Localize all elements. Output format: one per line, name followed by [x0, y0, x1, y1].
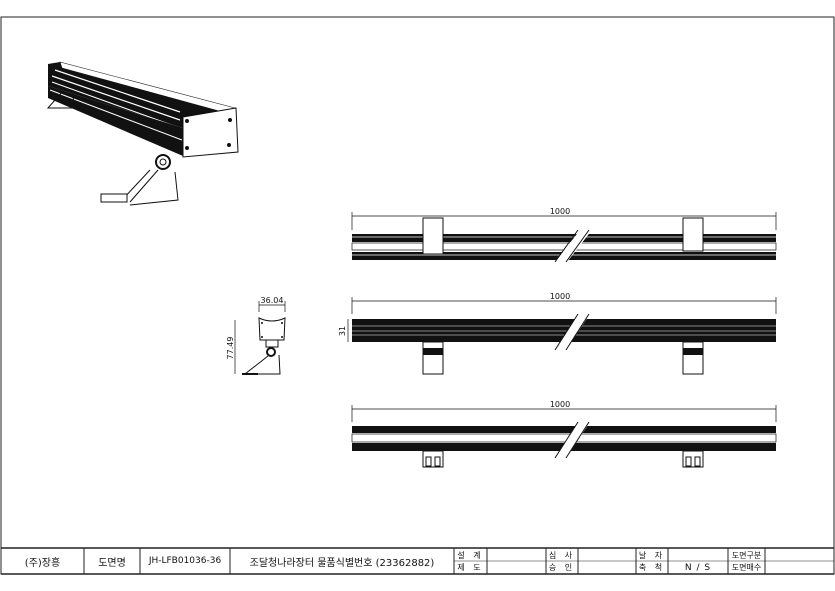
scale-label: 축 척 — [638, 562, 666, 572]
drawing-type-label: 도면구분 — [731, 550, 762, 560]
dimension-side-height: 77.49 — [226, 337, 235, 360]
drawing-name-label: 도면명 — [98, 557, 126, 569]
drawing-count-label: 도면매수 — [731, 562, 762, 572]
dimension-length-top: 1000 — [550, 207, 570, 216]
front-view-middle: 1000 31 — [338, 292, 777, 375]
date-label: 날 자 — [638, 550, 666, 560]
dimension-bar-height: 31 — [338, 326, 347, 336]
design-label: 설 계 — [457, 550, 484, 560]
title-block-grid — [1, 547, 834, 575]
dimension-length-middle: 1000 — [550, 292, 570, 301]
drawing-number: JH-LFB01036-36 — [148, 556, 222, 566]
drafting-label: 제 도 — [457, 562, 484, 572]
front-view-bottom: 1000 — [351, 400, 777, 468]
dimension-side-width: 36.04 — [261, 296, 284, 305]
drawing-description: 조달청나라장터 물품식별번호 (23362882) — [249, 557, 435, 569]
perspective-view — [46, 61, 239, 206]
front-view-top: 1000 — [351, 207, 777, 263]
approval-label: 승 인 — [548, 562, 576, 572]
scale-value: N / S — [684, 563, 712, 573]
dimension-length-bottom: 1000 — [550, 400, 570, 409]
side-view: 36.04 77.49 — [226, 296, 286, 375]
review-label: 심 사 — [548, 550, 576, 560]
company-name: (주)장흥 — [24, 557, 61, 569]
